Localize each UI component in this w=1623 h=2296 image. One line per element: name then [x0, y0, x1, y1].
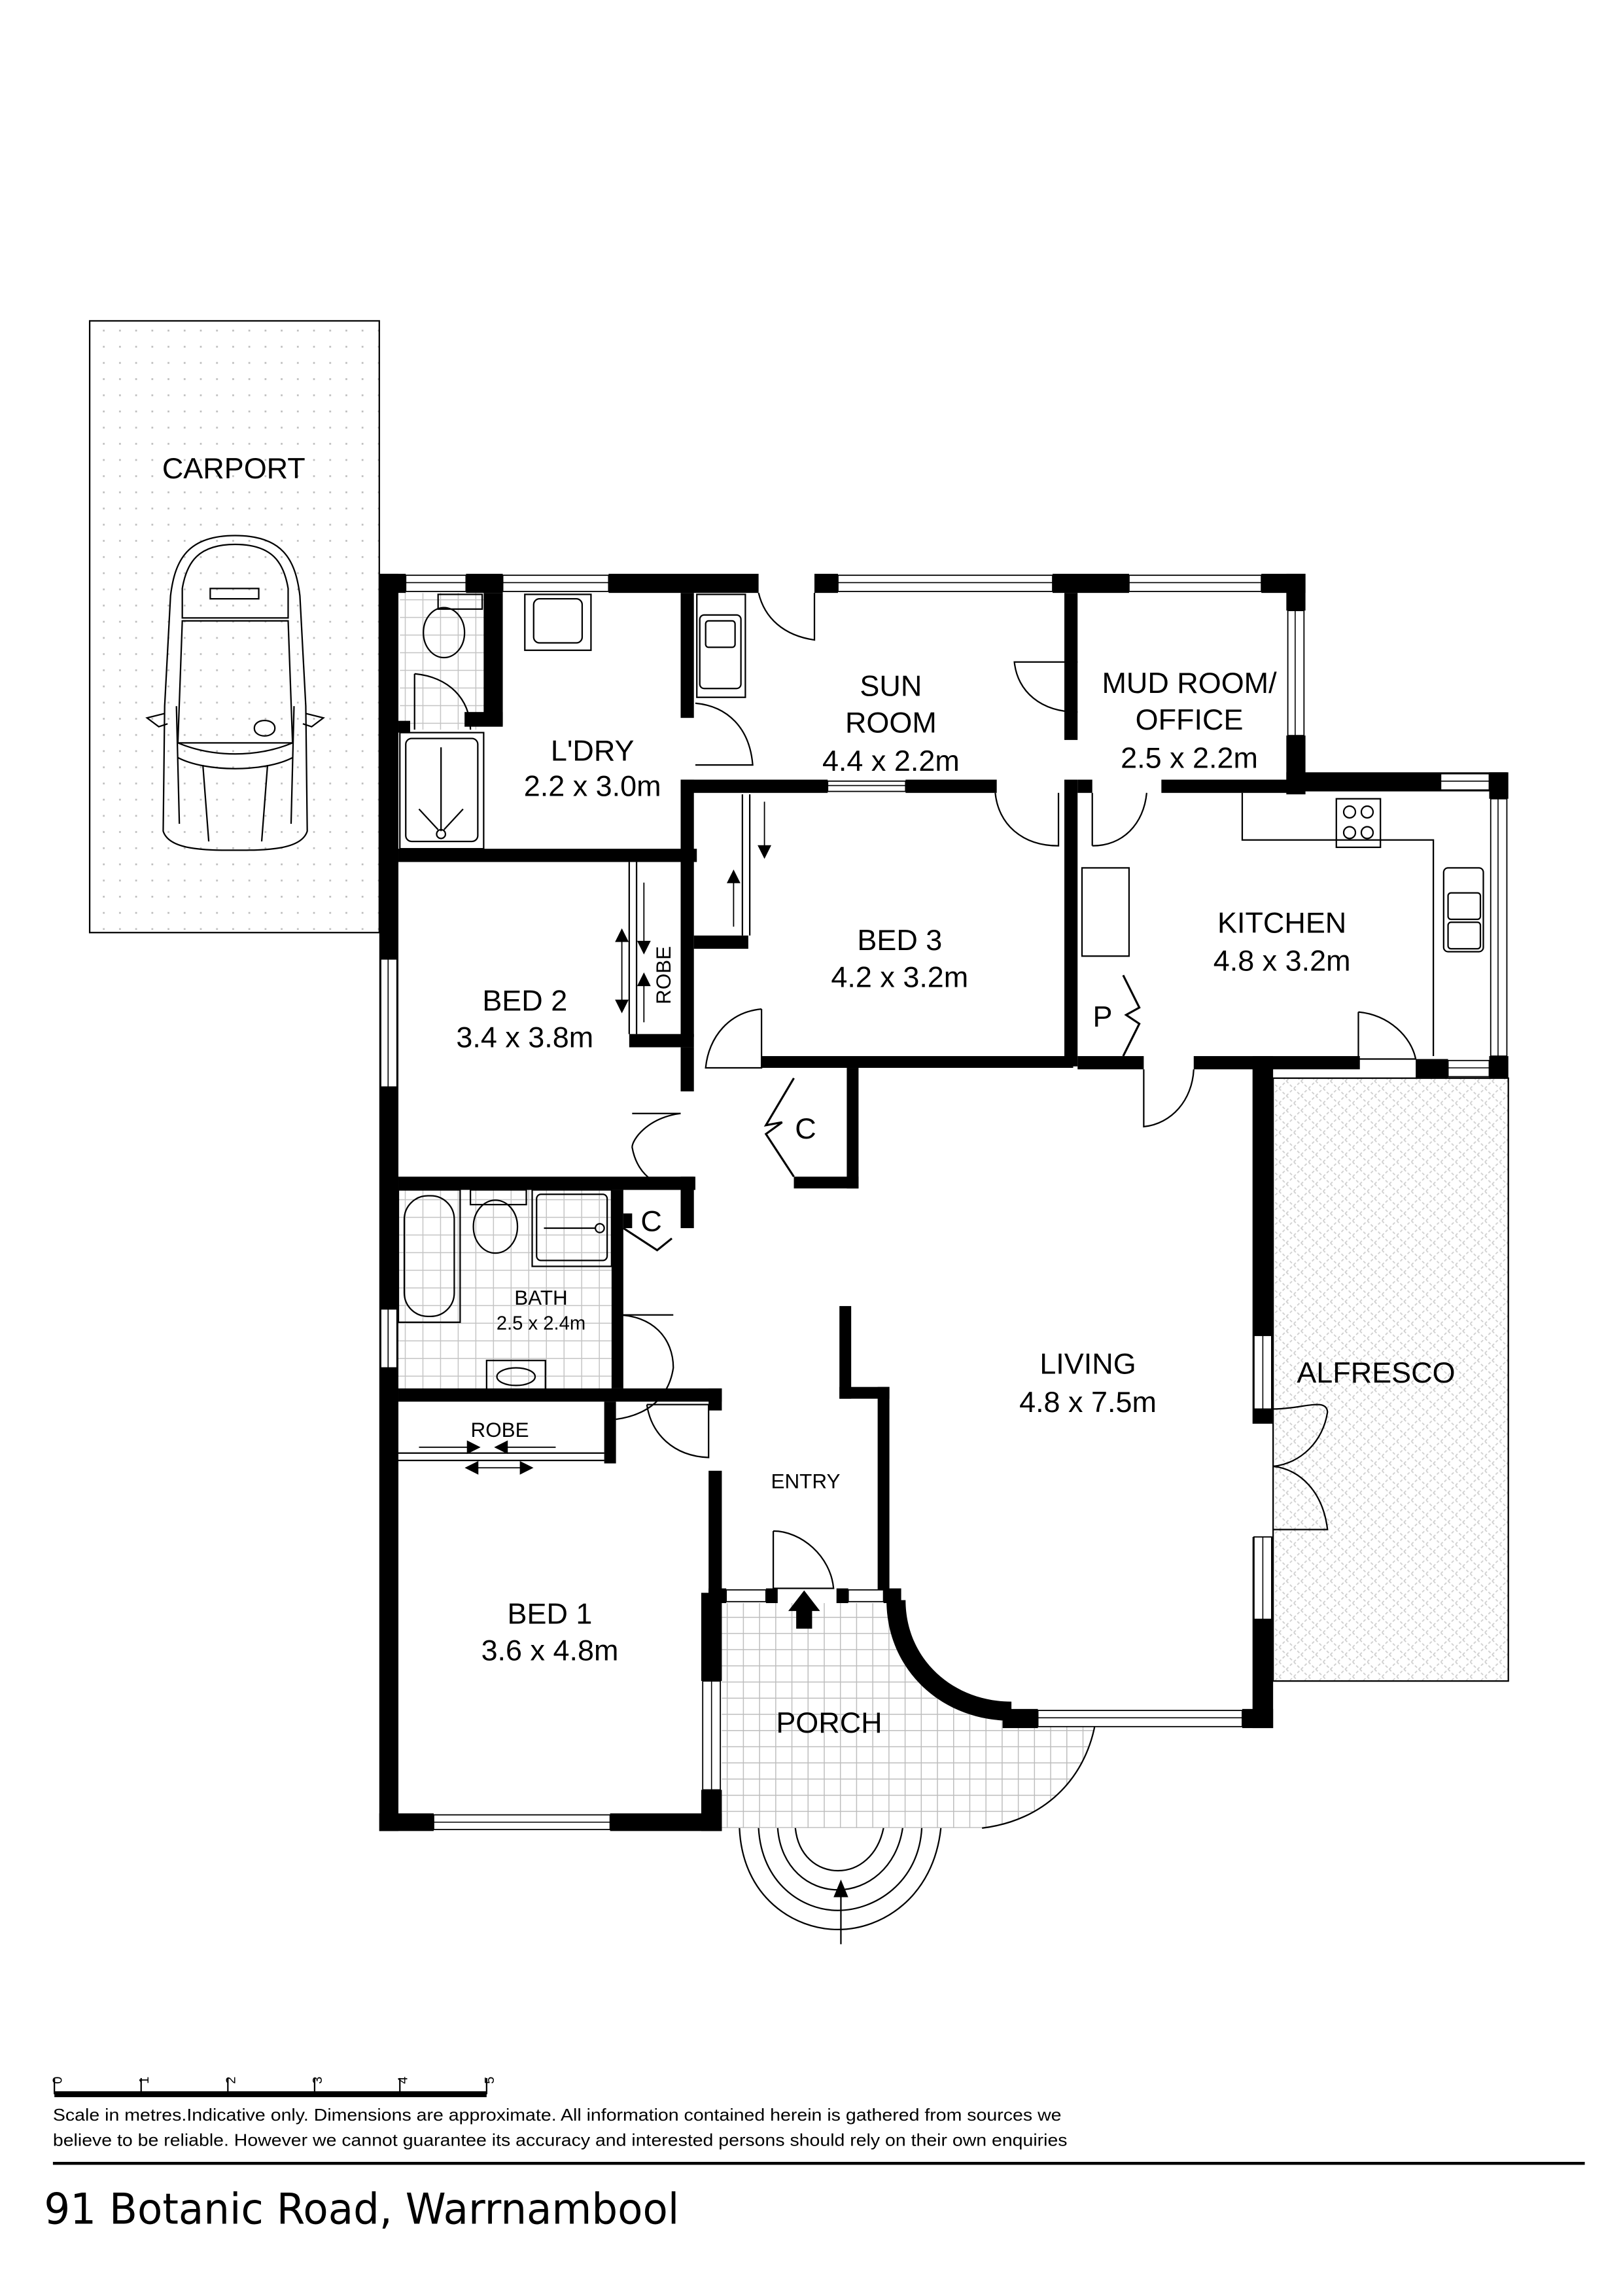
disclaimer-line-2: believe to be reliable. However we canno… [53, 2130, 1068, 2149]
laundry-dims: 2.2 x 3.0m [524, 769, 661, 802]
toilet-icon [423, 607, 466, 659]
scale-tick-2: 2 [224, 2077, 239, 2084]
bed3-dims: 4.2 x 3.2m [831, 960, 968, 993]
carport-area: CARPORT [88, 320, 380, 934]
porch-steps [739, 1828, 942, 1931]
bath-tiles [396, 1188, 612, 1390]
bath-toilet-icon [472, 1199, 519, 1254]
entry-arrow-icon [833, 1879, 848, 1945]
double-sink-icon [1442, 867, 1484, 953]
alfresco-label: ALFRESCO [1297, 1356, 1455, 1389]
bath-dims: 2.5 x 2.4m [497, 1313, 585, 1334]
property-address-title: 91 Botanic Road, Warrnambool [44, 2185, 679, 2234]
windows [380, 574, 1508, 1831]
carport-label: CARPORT [162, 451, 305, 485]
laundry-label: L'DRY [551, 733, 635, 767]
bed2-label: BED 2 [482, 983, 567, 1017]
bed1-dims: 3.6 x 4.8m [481, 1634, 619, 1667]
bed2-dims: 3.4 x 3.8m [456, 1021, 593, 1054]
living-label: LIVING [1039, 1347, 1136, 1380]
alfresco-area: ALFRESCO [1272, 1077, 1509, 1682]
bed1-robe-label: ROBE [471, 1419, 529, 1441]
walls [379, 573, 1509, 1831]
bathtub-icon [403, 1195, 455, 1317]
scale-tick-5: 5 [483, 2077, 497, 2084]
pantry-label: P [1092, 1000, 1112, 1033]
car-icon [145, 535, 325, 851]
porch-label: PORCH [776, 1706, 882, 1739]
bath-shower-icon [536, 1193, 608, 1262]
scale-bar: 0 1 2 3 4 5 [50, 2077, 497, 2098]
mud-room-label-1: MUD ROOM/ [1102, 666, 1277, 699]
cupboard-label-1: C [795, 1112, 816, 1145]
room-labels: L'DRY 2.2 x 3.0m SUN ROOM 4.4 x 2.2m MUD… [456, 666, 1350, 1667]
mud-room-label-2: OFFICE [1136, 703, 1244, 736]
footer-divider [52, 2162, 1585, 2165]
fixtures [397, 593, 1484, 1462]
sink-icon [699, 614, 742, 690]
basin-icon [496, 1367, 536, 1386]
bath-label: BATH [514, 1286, 568, 1309]
scale-tick-0: 0 [50, 2077, 65, 2084]
sun-room-label-2: ROOM [845, 706, 937, 739]
kitchen-dims: 4.8 x 3.2m [1213, 944, 1351, 978]
toilet-cistern-icon [437, 593, 483, 610]
laundry-tub-icon [524, 593, 592, 651]
cooktop-icon [1335, 798, 1382, 849]
living-dims: 4.8 x 7.5m [1019, 1385, 1157, 1419]
shower-icon [405, 737, 479, 843]
bed1-label: BED 1 [508, 1597, 593, 1630]
cupboard-label-2: C [640, 1204, 661, 1237]
wc-tiles [400, 593, 489, 730]
doors [413, 592, 1417, 1589]
scale-tick-1: 1 [137, 2077, 152, 2084]
bed2-robe-label: ROBE [652, 946, 675, 1004]
scale-tick-4: 4 [396, 2077, 410, 2084]
sun-room-dims: 4.4 x 2.2m [822, 744, 960, 777]
entry-label: ENTRY [771, 1470, 840, 1493]
bifold-doors [622, 974, 1141, 1252]
mud-room-dims: 2.5 x 2.2m [1121, 741, 1258, 775]
scale-tick-3: 3 [311, 2077, 325, 2084]
robe-arrows [419, 802, 820, 1629]
porch-area: PORCH [722, 1603, 1096, 1945]
bed3-label: BED 3 [857, 923, 942, 957]
sun-room-label-1: SUN [860, 669, 922, 702]
kitchen-label: KITCHEN [1217, 906, 1346, 939]
disclaimer-line-1: Scale in metres.Indicative only. Dimensi… [53, 2105, 1062, 2125]
